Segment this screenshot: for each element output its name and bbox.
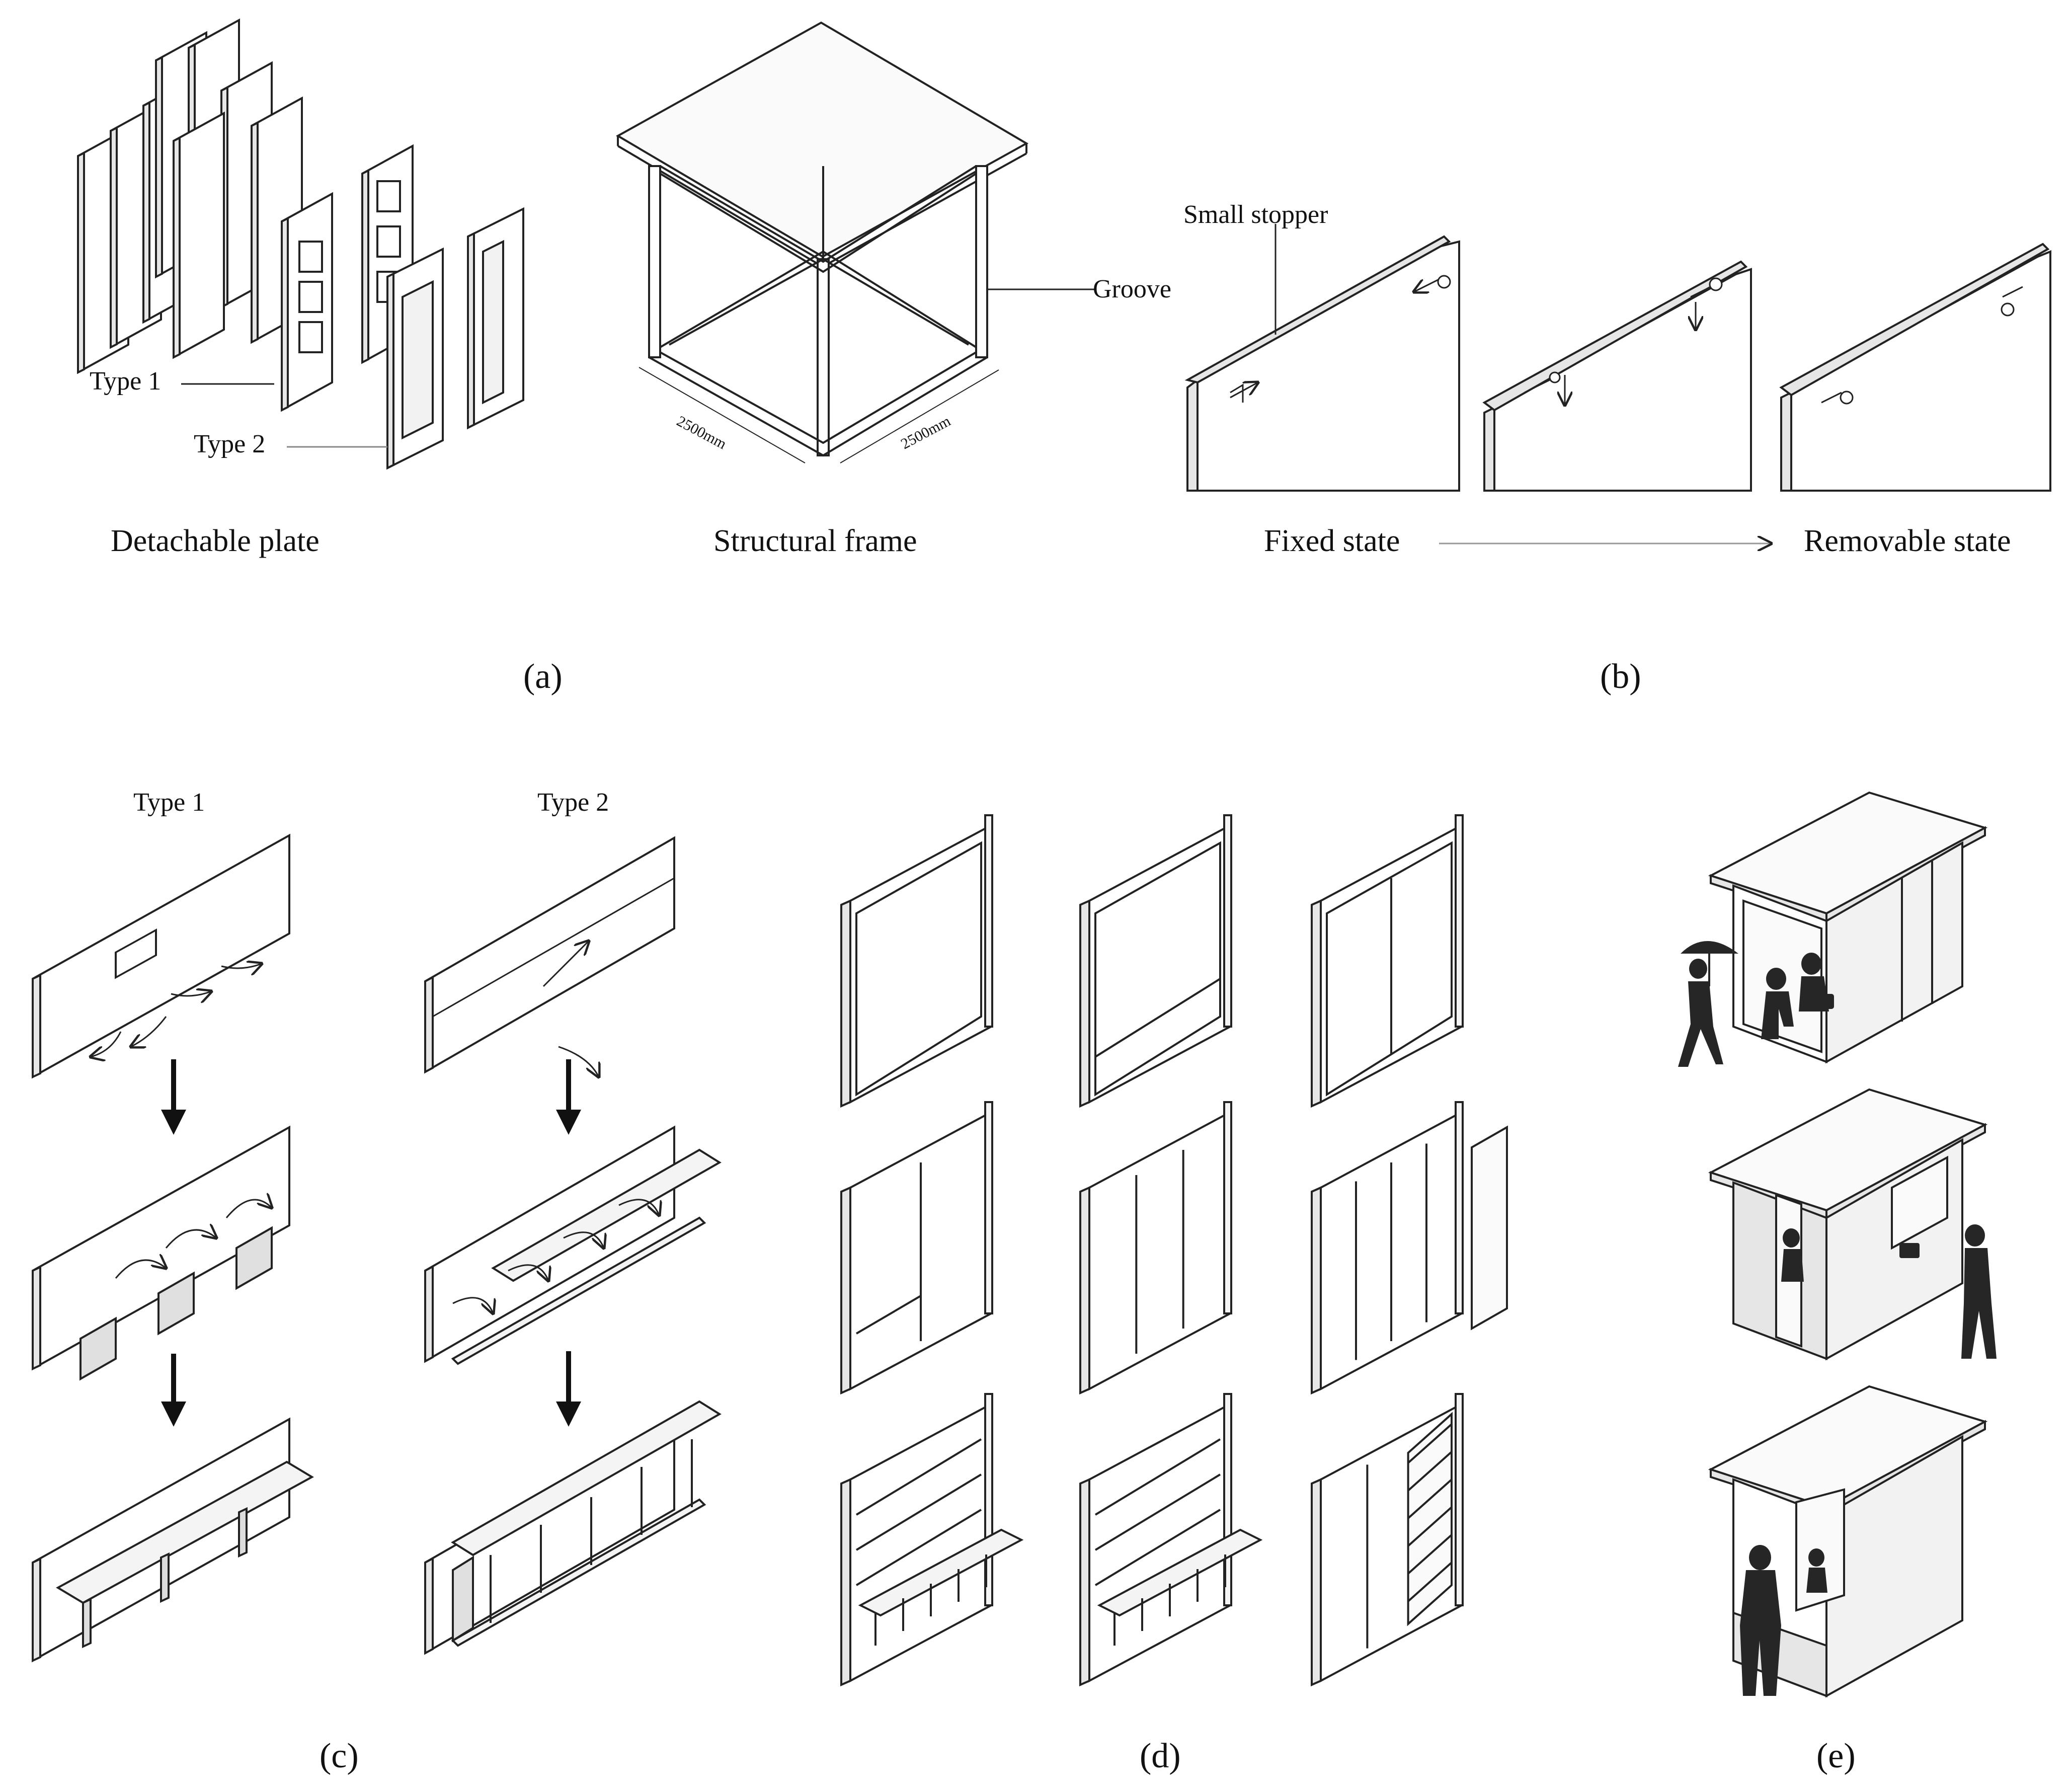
type1-step2	[32, 1125, 290, 1381]
removable-state-label: Removable state	[1804, 524, 2011, 558]
fixed-state-label: Fixed state	[1264, 524, 1400, 558]
type1-plate	[281, 192, 333, 412]
type2-step1	[424, 836, 675, 1077]
type2-title: Type 2	[537, 788, 609, 817]
structural-frame	[615, 21, 1029, 463]
type2-plate	[386, 247, 444, 470]
panel-label-d: (d)	[1140, 1737, 1181, 1775]
intermediate-state-panel	[1482, 260, 1752, 492]
transformation-sequence	[32, 833, 722, 1663]
counter-people-silhouettes	[1740, 1545, 1827, 1696]
detachable-plates-group	[77, 18, 524, 470]
type1-title: Type 1	[133, 788, 205, 817]
removable-state-panel	[1779, 243, 2051, 492]
type2-label: Type 2	[194, 430, 266, 458]
plate-stack	[77, 18, 303, 374]
type1-step3	[32, 1417, 314, 1663]
step-arrows	[161, 1059, 581, 1427]
groove-label: Groove	[1093, 275, 1171, 303]
wall-unit	[1311, 1101, 1508, 1395]
type2-step2	[424, 1125, 722, 1365]
kiosk-scenarios	[1678, 791, 1997, 1698]
shop-people-silhouettes	[1781, 1224, 1997, 1359]
detachable-plate-caption: Detachable plate	[111, 524, 320, 558]
panel-label-b: (b)	[1600, 657, 1641, 696]
wall-configurations	[840, 814, 1508, 1687]
type1-step1	[32, 833, 290, 1079]
waiting-people-silhouettes	[1678, 941, 1834, 1067]
stopper-states	[1184, 235, 2051, 492]
wall-unit	[1079, 1393, 1263, 1687]
wall-unit	[1311, 1393, 1464, 1687]
structural-frame-caption: Structural frame	[713, 524, 917, 558]
kiosk-counter	[1708, 1385, 1988, 1698]
wall-unit	[1311, 814, 1464, 1108]
wall-unit	[1079, 1101, 1232, 1395]
panel-label-e: (e)	[1816, 1737, 1856, 1775]
wall-unit	[840, 814, 993, 1108]
wall-unit	[840, 1101, 993, 1395]
kiosk-shop	[1708, 1088, 1997, 1361]
panel-label-a: (a)	[523, 657, 563, 696]
type1-label: Type 1	[90, 367, 162, 396]
type2-plate-b	[467, 207, 524, 430]
wall-unit	[840, 1393, 1024, 1687]
panel-label-c: (c)	[320, 1737, 359, 1775]
fixed-state-panel	[1184, 235, 1460, 492]
type2-step3	[424, 1400, 722, 1655]
small-stopper-label: Small stopper	[1183, 200, 1328, 229]
wall-unit	[1079, 814, 1232, 1108]
detachable-plate	[173, 111, 225, 359]
kiosk-waiting	[1678, 791, 1988, 1067]
